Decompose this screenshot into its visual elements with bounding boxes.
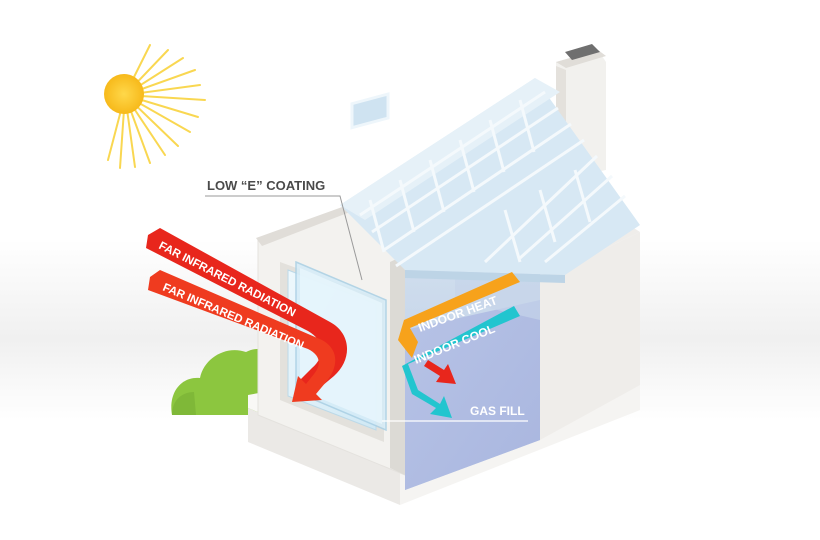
sun-icon xyxy=(104,44,206,169)
heat-down-arrow xyxy=(424,360,456,384)
gas-fill-label: GAS FILL xyxy=(470,404,525,418)
low-e-coating-callout: LOW “E” COATING xyxy=(205,178,363,281)
roof xyxy=(340,78,640,283)
gas-fill-callout: GAS FILL xyxy=(382,404,528,422)
low-e-coating-label: LOW “E” COATING xyxy=(207,178,325,193)
